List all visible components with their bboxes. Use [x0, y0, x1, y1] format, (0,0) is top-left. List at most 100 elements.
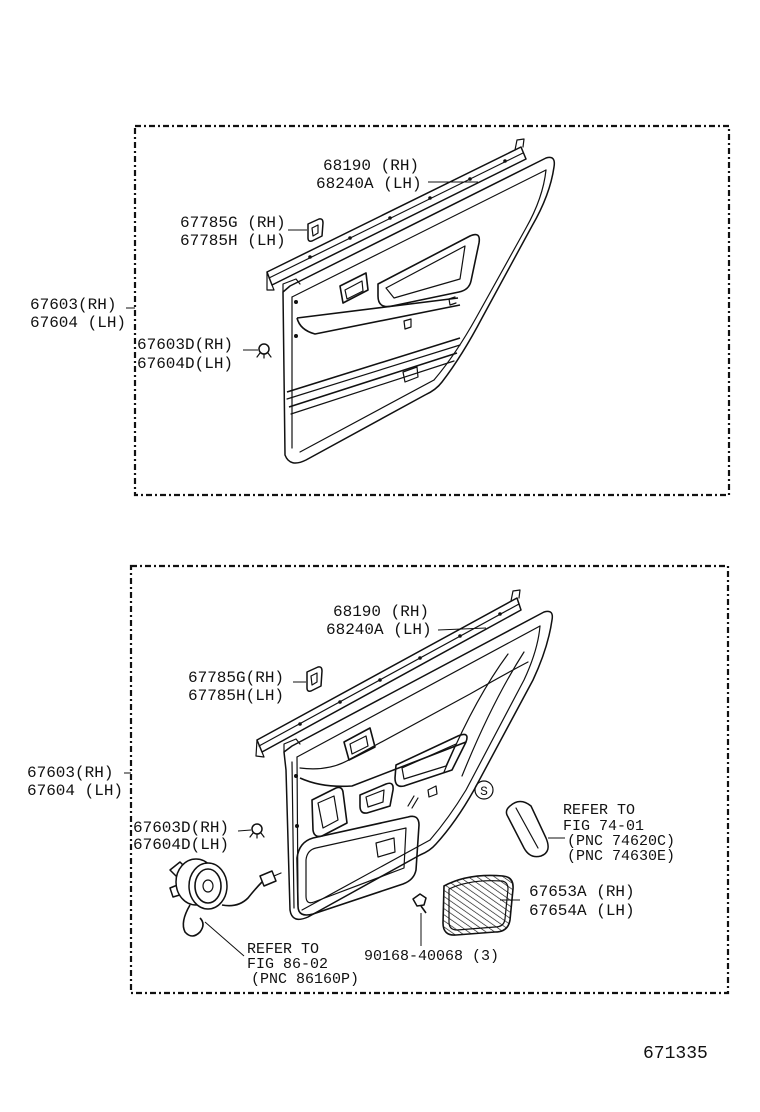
bottom-clip: [306, 666, 323, 692]
strip-hole: [418, 656, 422, 660]
bottom-clip-lh-label: 67785H(LH): [188, 687, 284, 705]
bottom-handle-recess-inner: [401, 743, 457, 780]
bottom-view: S 68190 (RH) 68240A (LH) 67785G(RH) 6778…: [27, 564, 730, 995]
top-armrest-lower: [296, 304, 461, 335]
handle-ref-line1: REFER TO: [563, 802, 635, 819]
top-armrest-upper: [296, 297, 459, 319]
strip-hole: [308, 255, 312, 259]
bottom-board-contour: [461, 651, 525, 777]
top-clip-lh-label: 67785H (LH): [180, 232, 286, 250]
top-handle-recess: [377, 233, 481, 308]
door-handle-ridge: [515, 807, 539, 849]
top-handle-recess-inner: [385, 245, 466, 299]
top-door-board: [282, 156, 556, 464]
bottom-mark: [407, 795, 419, 809]
top-strip-rh-label: 68190 (RH): [323, 157, 419, 175]
bottom-small-pocket-inner: [365, 789, 385, 808]
bottom-view-frame: [129, 564, 730, 995]
bottom-board-rh-label: 67603(RH): [27, 764, 113, 782]
bottom-fastener-head: [251, 823, 263, 835]
top-mark: [448, 296, 457, 306]
bottom-clip-inner: [310, 672, 318, 686]
bottom-map-pocket-inner: [305, 827, 407, 904]
speaker-grille: [442, 874, 514, 936]
symbol-circle: [474, 780, 494, 800]
top-board-lower-edge: [299, 379, 435, 453]
bottom-map-pocket-tab: [375, 837, 396, 858]
handle-ref-line4: (PNC 74630E): [567, 848, 675, 865]
bottom-board-hole: [294, 774, 298, 778]
screw-label: 90168-40068 (3): [364, 948, 499, 965]
top-strip-left-end: [266, 271, 275, 291]
speaker-ref-line2: FIG 86-02: [247, 956, 328, 973]
bottom-map-pocket: [296, 815, 420, 916]
bottom-handle-recess: [394, 733, 468, 788]
bottom-board-right-edge: [429, 625, 541, 841]
top-fastener-head: [258, 343, 270, 355]
top-molding-line: [286, 344, 461, 400]
bottom-strip-lh-label: 68240A (LH): [326, 621, 432, 639]
speaker-grille-rim: [448, 880, 509, 931]
speaker-ref-line1: REFER TO: [247, 941, 319, 958]
bottom-side-pocket: [311, 786, 348, 838]
top-fastener-rh-label: 67603D(RH): [137, 336, 233, 354]
figure-number: 671335: [643, 1044, 708, 1064]
top-strip-lh-label: 68240A (LH): [316, 175, 422, 193]
handle-ref-line3: (PNC 74620C): [567, 833, 675, 850]
bottom-door-board: [283, 610, 554, 921]
screw-head: [412, 893, 427, 907]
strip-hole: [388, 216, 392, 220]
bottom-clip-rh-label: 67785G(RH): [188, 669, 284, 687]
bottom-clip-body: [306, 666, 323, 692]
standard-part-symbol: S: [474, 780, 494, 800]
top-switch-recess: [339, 272, 369, 304]
strip-hole: [378, 678, 382, 682]
strip-hole: [338, 700, 342, 704]
top-molding-line: [288, 352, 458, 408]
bottom-board-lh-label: 67604 (LH): [27, 782, 123, 800]
bottom-strip-right-end: [510, 589, 521, 602]
speaker-connector-tail: [273, 872, 282, 877]
strip-hole: [498, 612, 502, 616]
speaker-assembly: [169, 858, 282, 937]
top-board-mount-tab: [282, 278, 301, 293]
top-board-clip-slot: [402, 366, 419, 383]
bottom-armrest-line: [299, 741, 467, 788]
door-handle: [505, 800, 549, 858]
strip-hole: [458, 634, 462, 638]
bottom-board-left-rib: [291, 761, 295, 909]
speaker-cone: [194, 868, 222, 904]
bottom-fastener-leader: [237, 829, 252, 832]
speaker-ref-line3: (PNC 86160P): [251, 971, 359, 988]
bottom-fastener: [249, 823, 265, 839]
bottom-strip-rh-label: 68190 (RH): [333, 603, 429, 621]
top-clip-inner: [311, 224, 319, 237]
screw: [412, 893, 427, 914]
bottom-strip-groove: [258, 603, 520, 747]
bottom-fastener-legs: [249, 832, 265, 839]
bottom-switch-box: [343, 727, 376, 761]
bottom-board-hole: [295, 824, 299, 828]
top-view-frame: [133, 124, 731, 497]
top-fastener-lh-label: 67604D(LH): [137, 355, 233, 373]
strip-hole: [503, 159, 507, 163]
top-mark: [403, 318, 412, 330]
bottom-strip-leader: [437, 627, 487, 631]
speaker-wire: [221, 881, 263, 907]
top-board-upper-edge: [291, 169, 547, 298]
speaker-wire: [182, 904, 204, 937]
top-clip-rh-label: 67785G (RH): [180, 214, 286, 232]
bottom-side-pocket-inner: [317, 795, 339, 829]
top-board-hole: [294, 300, 298, 304]
top-board-rh-label: 67603(RH): [30, 296, 116, 314]
top-fastener-legs: [256, 352, 272, 359]
speaker-grille-body: [442, 874, 514, 936]
strip-hole: [428, 196, 432, 200]
symbol-letter: S: [480, 784, 488, 799]
top-board-lh-label: 67604 (LH): [30, 314, 126, 332]
strip-hole: [468, 177, 472, 181]
grille-rh-label: 67653A (RH): [529, 883, 635, 901]
speaker-ref-leader: [204, 921, 245, 957]
top-fastener: [256, 343, 272, 359]
bottom-board-mount-tab: [283, 738, 301, 753]
